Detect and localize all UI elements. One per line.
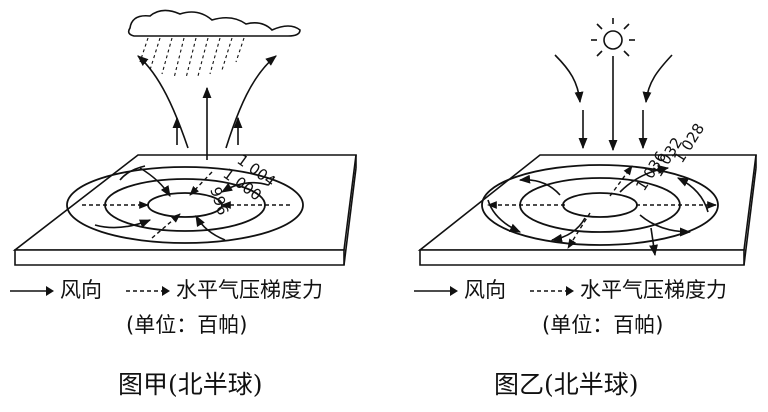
right-wind-arrows	[487, 164, 709, 257]
gradient-dashed-arrow-legend-icon	[126, 285, 170, 296]
wind-arrow-legend-icon	[10, 285, 54, 296]
wind-arrow-legend-icon	[414, 285, 458, 296]
left-legend-gradient-label: 水平气压梯度力	[176, 278, 323, 302]
left-legend: 风向 水平气压梯度力	[8, 280, 323, 301]
right-isobar-outer	[481, 164, 719, 246]
right-sinking-air	[554, 54, 673, 152]
left-isobar-labels: 1 004 1 000 996	[206, 151, 279, 218]
left-ground-plate	[12, 154, 357, 266]
right-figure-caption: 图乙(北半球)	[494, 370, 639, 399]
left-isobar-outer	[66, 166, 304, 244]
gradient-dashed-arrow-legend-icon	[530, 285, 574, 296]
left-gradient-lines	[82, 171, 290, 239]
right-gradient-lines	[487, 165, 717, 249]
right-legend: 风向 水平气压梯度力	[412, 280, 727, 301]
right-legend-wind-label: 风向	[464, 278, 506, 302]
left-unit-note: (单位：百帕)	[126, 313, 248, 337]
left-figure-caption: 图甲(北半球)	[118, 370, 263, 399]
right-legend-gradient-label: 水平气压梯度力	[580, 278, 727, 302]
left-diagram: 1 004 1 000 996	[12, 9, 357, 266]
left-wind-arrows	[94, 165, 269, 241]
sun-icon	[591, 18, 635, 62]
left-rising-air	[137, 55, 277, 160]
left-legend-wind-label: 风向	[60, 278, 102, 302]
rain-cloud-icon	[127, 9, 301, 79]
right-ground-plate	[417, 154, 757, 266]
right-unit-note: (单位：百帕)	[542, 313, 664, 337]
right-diagram: 1 028 1 032 1 036	[417, 18, 757, 266]
